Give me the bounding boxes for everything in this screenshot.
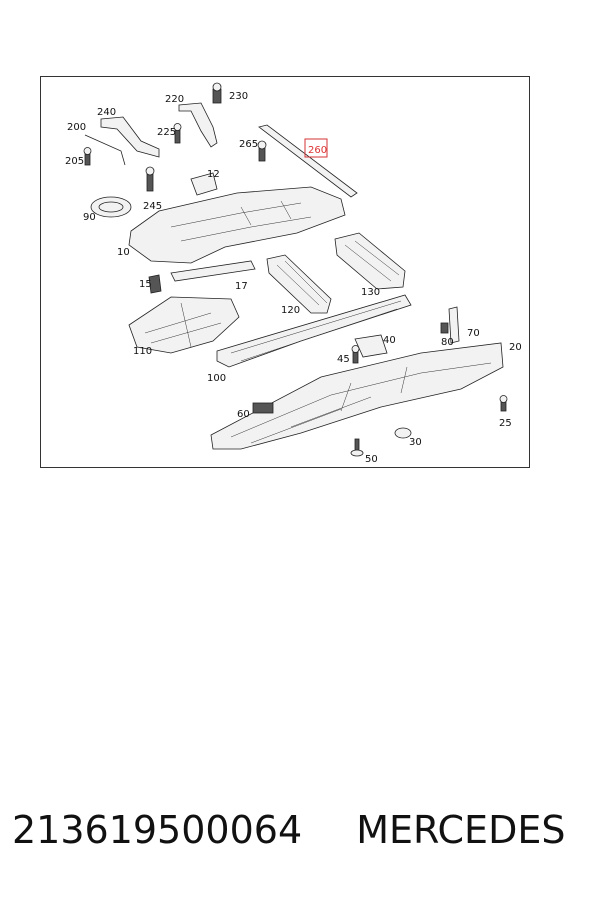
callout-80: 80 — [441, 337, 454, 348]
callout-60: 60 — [237, 409, 250, 420]
bolt-230-shape — [212, 82, 222, 104]
callout-240: 240 — [97, 107, 116, 118]
callout-260-highlight-box — [304, 138, 328, 158]
callout-130: 130 — [361, 287, 380, 298]
bolt-205-shape — [83, 147, 92, 166]
bracket-12-shape — [190, 172, 218, 196]
bolt-25-shape — [499, 395, 508, 412]
floor-panel-10-detail — [170, 200, 312, 242]
callout-20: 20 — [509, 342, 522, 353]
floor-section-110-detail — [144, 302, 222, 348]
clip-60-shape — [252, 402, 274, 414]
strip-260-shape — [258, 124, 358, 198]
brand-name: MERCEDES — [356, 808, 566, 852]
member-120-shape — [266, 254, 332, 314]
part-number: 213619500064 — [12, 808, 303, 852]
callout-100: 100 — [207, 373, 226, 384]
underbody-20-detail — [230, 362, 492, 444]
clip-15-shape — [148, 274, 162, 294]
callout-205: 205 — [65, 156, 84, 167]
part-caption: 213619500064 MERCEDES — [12, 808, 592, 858]
floor-section-110-shape — [128, 296, 240, 354]
member-130-detail — [344, 240, 400, 282]
callout-40: 40 — [383, 335, 396, 346]
callout-200: 200 — [67, 122, 86, 133]
bracket-220-shape — [178, 102, 218, 148]
sill-rail-100-detail — [230, 300, 402, 362]
bracket-40-shape — [354, 334, 388, 358]
bolt-265-shape — [257, 140, 267, 162]
callout-225: 225 — [157, 127, 176, 138]
rail-17-shape — [170, 260, 256, 282]
floor-panel-10-shape — [128, 186, 346, 264]
part-80-shape — [440, 322, 449, 334]
callout-50: 50 — [365, 454, 378, 465]
callout-17: 17 — [235, 281, 248, 292]
parts-diagram: 220 230 240 200 225 205 265 260 12 245 9… — [65, 82, 522, 465]
plug-30-shape — [394, 427, 412, 439]
callout-12: 12 — [207, 169, 220, 180]
bracket-240-shape — [100, 116, 160, 158]
callout-120: 120 — [281, 305, 300, 316]
bolt-245-shape — [145, 166, 155, 192]
callout-245: 245 — [143, 201, 162, 212]
callout-45: 45 — [337, 354, 350, 365]
bracket-200-shape — [84, 134, 126, 166]
parts-diagram-frame: 220 230 240 200 225 205 265 260 12 245 9… — [40, 76, 530, 468]
callout-15: 15 — [139, 279, 152, 290]
bolt-225-shape — [173, 123, 182, 144]
bolt-45-shape — [351, 345, 360, 364]
callout-10: 10 — [117, 247, 130, 258]
member-120-detail — [276, 260, 328, 306]
grommet-90-inner — [98, 201, 124, 213]
callout-25: 25 — [499, 418, 512, 429]
fastener-50-shape — [350, 438, 364, 457]
callout-110: 110 — [133, 346, 152, 357]
underbody-20-shape — [210, 342, 504, 450]
member-130-shape — [334, 232, 406, 290]
callout-230: 230 — [229, 91, 248, 102]
callout-220: 220 — [165, 94, 184, 105]
callout-260: 260 — [308, 145, 327, 156]
callout-30: 30 — [409, 437, 422, 448]
callout-90: 90 — [83, 212, 96, 223]
grommet-90-shape — [90, 196, 132, 218]
callout-265: 265 — [239, 139, 258, 150]
bracket-70-shape — [448, 306, 460, 344]
callout-70: 70 — [467, 328, 480, 339]
